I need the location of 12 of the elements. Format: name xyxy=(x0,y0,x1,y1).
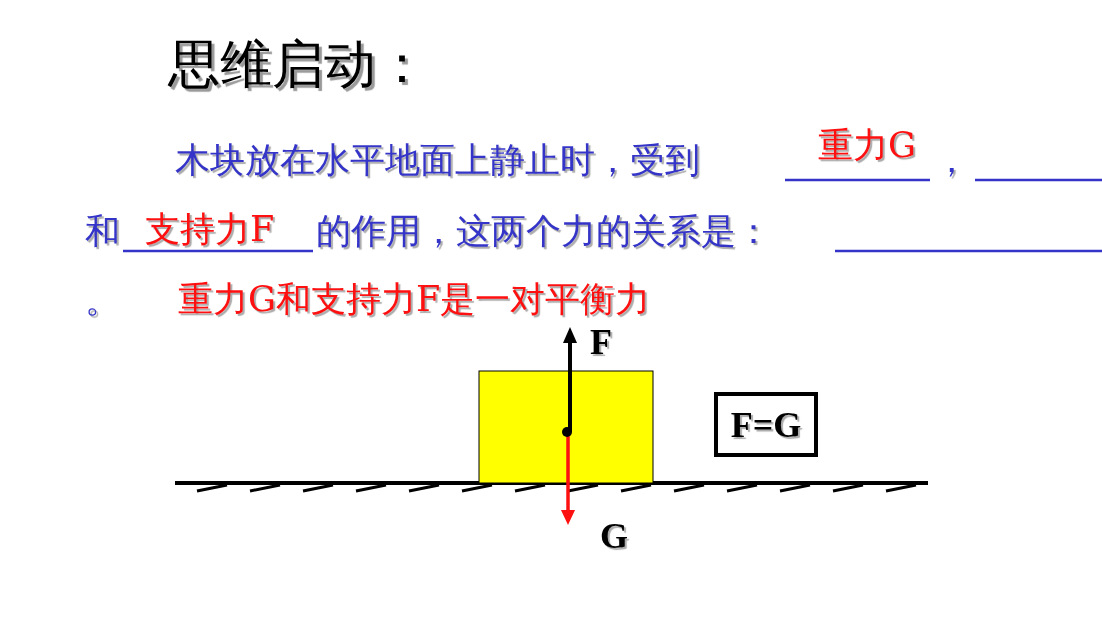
question-text: ， xyxy=(934,143,969,178)
answer-text: 重力G xyxy=(818,128,916,163)
formula-box: F=G xyxy=(714,392,818,457)
heading: 思维启动： xyxy=(168,38,428,90)
question-text: 的作用，这两个力的关系是： xyxy=(316,214,771,249)
answer-text: 重力G和支持力F是一对平衡力 xyxy=(178,282,651,317)
question-text: 木块放在水平地面上静止时，受到 xyxy=(175,143,700,178)
question-text: 。 xyxy=(85,283,120,318)
force-label: F xyxy=(590,324,612,360)
force-label: G xyxy=(600,518,628,554)
question-text: 和 xyxy=(85,214,120,249)
answer-text: 支持力F xyxy=(145,212,275,247)
